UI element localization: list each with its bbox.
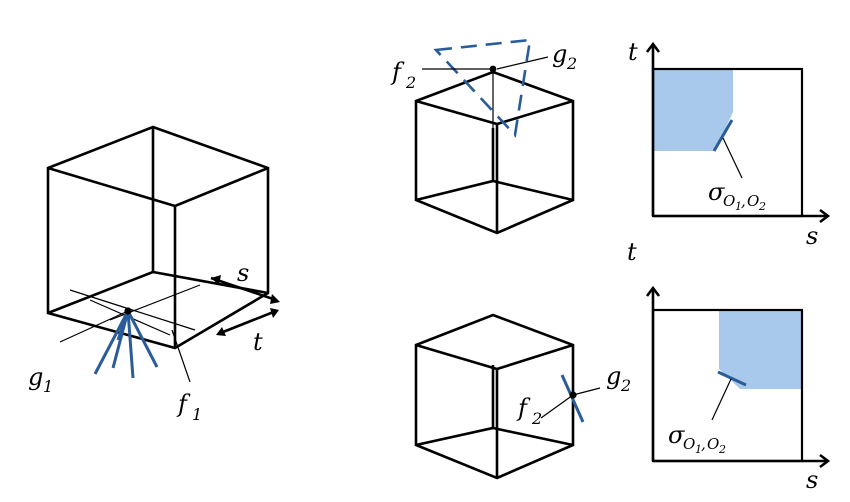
bottom-contact-point	[569, 391, 577, 399]
top-cube-top-front-edges	[415, 99, 574, 126]
left-floor-line-1	[69, 289, 196, 331]
g1-contact-point	[124, 307, 132, 315]
top-contact-point	[489, 65, 497, 73]
f1-label: f	[176, 390, 191, 418]
t-arrow-line	[217, 309, 277, 336]
bottom-plot-sigma-boundary	[717, 370, 747, 387]
top-plot-sigma-boundary	[712, 119, 734, 152]
f2-bottom-leader-line	[540, 394, 574, 419]
left-cube-hidden-edge-back	[152, 270, 269, 295]
g2-bottom-leader-line	[572, 387, 601, 396]
bottom-plot-sigma-sub-1: 1	[695, 443, 702, 456]
s-arrow-head-right	[270, 294, 280, 304]
g1-blue-line-3	[126, 310, 135, 379]
left-cube-top-front-edges	[47, 166, 269, 208]
t-arrow-head-left	[216, 327, 226, 336]
bottom-plot-y-arrowhead	[645, 285, 661, 297]
g2-top-label: g	[552, 40, 567, 68]
g1-leader-line	[59, 310, 129, 343]
f1-label-subscript: 1	[192, 405, 202, 424]
f2-top-label: f	[390, 58, 405, 86]
bottom-cube: g 2 f 2	[414, 313, 631, 480]
bottom-plot-shaded-region	[719, 310, 802, 389]
top-plot-y-arrowhead	[645, 41, 661, 53]
top-plot-sigma-sub-o2: O	[747, 192, 759, 210]
bottom-plot-sigma-sub-comma: ,	[701, 435, 706, 453]
f2-bottom-label-subscript: 2	[531, 409, 542, 428]
bottom-plot-y-label: t	[627, 238, 637, 266]
top-cube: f 2 g 2	[390, 38, 577, 235]
top-plot-sigma-label: σ	[708, 178, 725, 206]
bottom-plot-x-label: s	[806, 466, 818, 494]
g2-top-label-subscript: 2	[566, 54, 577, 73]
bottom-plot-sigma-sub-2: 2	[718, 443, 726, 456]
top-plot-shaded-region	[653, 69, 733, 151]
bottom-plot-sigma-label: σ	[668, 421, 685, 449]
t-arrow-head-right	[270, 308, 279, 318]
t-axis-label: t	[253, 328, 263, 356]
g2-bottom-label: g	[606, 362, 621, 390]
top-plot-sigma-sub-2: 2	[758, 200, 766, 213]
top-plot-x-label: s	[806, 222, 818, 250]
g1-blue-line-1	[93, 310, 130, 375]
g1-blue-line-4	[126, 310, 159, 368]
left-cube-hidden-edges	[47, 127, 155, 315]
top-plot-sigma-sub-comma: ,	[741, 192, 746, 210]
g2-bottom-label-subscript: 2	[620, 376, 631, 395]
bottom-cube-top-front-edges	[415, 343, 574, 371]
bottom-cube-hidden-floor	[415, 426, 574, 447]
top-plot-sigma-sub-o1: O	[723, 192, 735, 210]
g1-blue-line-5	[116, 310, 130, 341]
f2-bottom-label: f	[516, 394, 531, 422]
s-axis-label: s	[237, 259, 249, 287]
top-plot: t s σ O 1 , O 2	[628, 38, 831, 250]
top-plot-x-arrowhead	[819, 208, 831, 224]
s-arrow-head-left	[211, 275, 221, 285]
left-cube-outline	[46, 125, 270, 350]
bottom-plot-x-arrowhead	[819, 453, 831, 469]
top-plot-sigma-leader	[722, 137, 743, 179]
f1-leader-line	[171, 329, 191, 383]
f2-top-label-subscript: 2	[405, 73, 416, 92]
top-cube-outline	[414, 70, 575, 235]
g2-top-leader-line	[496, 56, 549, 70]
g1-label-subscript: 1	[43, 377, 53, 396]
bottom-plot-sigma-leader	[711, 378, 732, 421]
s-arrow-line	[210, 276, 277, 302]
top-plot-y-label: t	[628, 38, 638, 66]
bottom-cube-outline	[414, 313, 575, 480]
top-cube-hidden-floor	[415, 179, 574, 202]
bottom-plot-sigma-sub-o2: O	[707, 435, 719, 453]
left-cube: s t g 1 f 1	[28, 125, 280, 424]
top-plot-sigma-sub-1: 1	[735, 200, 742, 213]
bottom-plot: t s σ O 1 , O 2	[627, 238, 831, 494]
bottom-plot-sigma-sub-o1: O	[683, 435, 695, 453]
g1-label: g	[28, 363, 43, 391]
